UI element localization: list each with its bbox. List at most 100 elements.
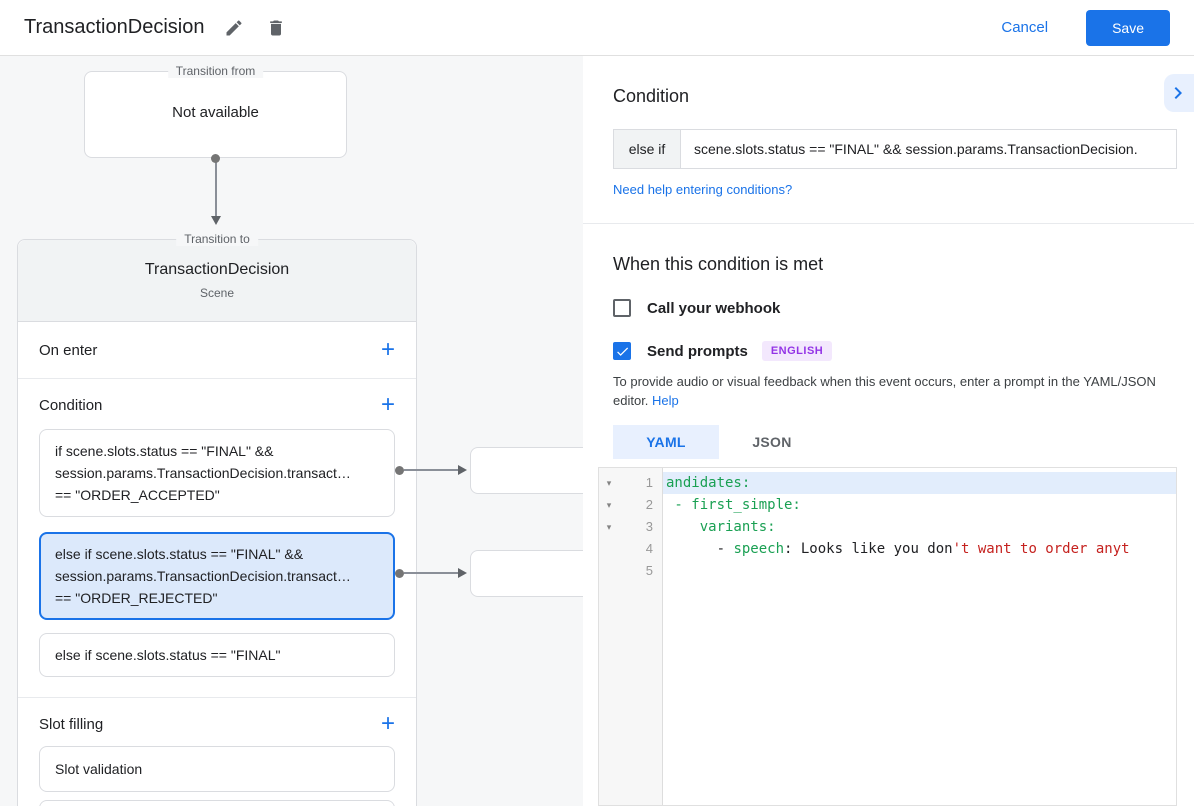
slot-validation-card[interactable]: Slot validation (39, 746, 395, 792)
condition-type-label: else if (613, 129, 681, 169)
connector-dot (211, 154, 220, 163)
condition-help-link[interactable]: Need help entering conditions? (613, 182, 793, 197)
slot-filling-section: Slot filling + Slot validation (18, 698, 416, 806)
flow-canvas: Transition from Not available Transition… (0, 56, 583, 806)
target-node-accepted[interactable] (470, 447, 583, 494)
prompts-checkbox[interactable] (613, 342, 631, 360)
transition-from-node: Transition from Not available (84, 64, 347, 158)
editor-code-line[interactable]: - speech: Looks like you don't want to o… (663, 538, 1176, 560)
pencil-icon (226, 19, 242, 35)
chevron-right-icon (1174, 87, 1182, 99)
when-met-title: When this condition is met (613, 254, 824, 274)
section-divider (583, 223, 1194, 224)
condition-card-text: else if scene.slots.status == "FINAL" (55, 647, 281, 663)
condition-input[interactable] (694, 141, 1163, 157)
condition-card-text: if scene.slots.status == "FINAL" && (55, 443, 274, 459)
tab-yaml[interactable]: YAML (613, 425, 719, 459)
condition-section-label: Condition (39, 396, 103, 414)
line-number: 3 (645, 519, 653, 534)
editor-code-line[interactable]: andidates: (663, 472, 1176, 494)
fold-arrow-icon[interactable] (599, 560, 619, 582)
editor-code-line[interactable]: - first_simple: (663, 494, 1176, 516)
save-button[interactable]: Save (1086, 9, 1170, 46)
scene-node-title: TransactionDecision (144, 261, 290, 278)
webhook-row: Call your webhook (613, 299, 1177, 317)
condition-card-final[interactable]: else if scene.slots.status == "FINAL" (39, 633, 395, 677)
line-number: 5 (645, 563, 653, 578)
connector-line (404, 469, 458, 471)
editor-gutter-line[interactable]: ▾2 (599, 494, 662, 516)
fold-arrow-icon[interactable] (599, 538, 619, 560)
panel-condition-title: Condition (613, 86, 690, 106)
scene-node: Transition to TransactionDecision Scene … (17, 232, 417, 806)
code-token: andidates: (666, 475, 751, 491)
language-badge: ENGLISH (761, 341, 833, 361)
transition-from-legend: Transition from (167, 64, 264, 78)
connector-line (404, 572, 458, 574)
connector-line (215, 162, 217, 217)
transition-from-content: Not available (172, 104, 259, 121)
on-enter-label: On enter (39, 341, 98, 359)
add-condition-button[interactable]: + (380, 391, 395, 418)
webhook-checkbox[interactable] (613, 299, 631, 317)
arrow-right-icon (458, 568, 467, 578)
prompts-label: Send prompts (647, 342, 748, 360)
add-slot-button[interactable]: + (380, 710, 395, 737)
condition-card-accepted[interactable]: if scene.slots.status == "FINAL" && sess… (39, 429, 395, 517)
webhook-label: Call your webhook (647, 299, 781, 317)
editor-code-line[interactable]: variants: (663, 516, 1176, 538)
line-number: 1 (645, 475, 653, 490)
line-number: 4 (645, 541, 653, 556)
condition-card-text: else if scene.slots.status == "FINAL" && (55, 546, 304, 562)
top-bar: TransactionDecision Cancel Save (0, 0, 1194, 56)
condition-card-text: session.params.TransactionDecision.trans… (55, 465, 351, 481)
help-link[interactable]: Help (652, 393, 679, 408)
scene-node-subtitle: Scene (199, 286, 235, 300)
editor-tabs: YAML JSON (613, 425, 1177, 459)
condition-input-wrap (680, 129, 1177, 169)
tab-json[interactable]: JSON (752, 434, 792, 450)
fold-arrow-icon[interactable]: ▾ (606, 500, 612, 510)
editor-code[interactable]: andidates: - first_simple: variants: - s… (663, 468, 1176, 805)
on-enter-row[interactable]: On enter + (18, 322, 416, 379)
prompts-row: Send prompts ENGLISH (613, 341, 1177, 361)
arrow-down-icon (211, 216, 221, 225)
fold-arrow-icon[interactable]: ▾ (606, 478, 612, 488)
code-token: - first_simple: (666, 497, 801, 513)
arrow-right-icon (458, 465, 467, 475)
editor-gutter-line[interactable]: 5 (599, 560, 662, 582)
connector-dot (395, 569, 404, 578)
scene-node-header[interactable]: TransactionDecision Scene (18, 240, 416, 322)
condition-card-text: == "ORDER_ACCEPTED" (55, 487, 220, 503)
connector-dot (395, 466, 404, 475)
fold-arrow-icon[interactable]: ▾ (606, 522, 612, 532)
code-token: 't want to order anyt (952, 541, 1130, 557)
feedback-text: To provide audio or visual feedback when… (613, 372, 1177, 410)
condition-card-text: == "ORDER_REJECTED" (55, 590, 218, 606)
feedback-text-body: To provide audio or visual feedback when… (613, 374, 1156, 408)
delete-scene-button[interactable] (266, 17, 288, 39)
check-icon (616, 346, 628, 356)
condition-card-rejected-selected[interactable]: else if scene.slots.status == "FINAL" &&… (39, 532, 395, 620)
target-node-rejected[interactable] (470, 550, 583, 597)
code-token: - (666, 541, 734, 557)
edit-title-button[interactable] (224, 17, 246, 39)
editor-gutter-line[interactable]: ▾1 (599, 472, 662, 494)
condition-detail-panel: Condition else if Need help entering con… (583, 56, 1194, 806)
editor-code-line[interactable] (663, 560, 1176, 582)
editor-gutter-line[interactable]: 4 (599, 538, 662, 560)
slot-card-partial[interactable] (39, 800, 395, 806)
transition-to-legend: Transition to (176, 232, 258, 246)
code-token: : Looks like you don (784, 541, 953, 557)
code-token: variants: (666, 519, 776, 535)
condition-editor-row: else if (613, 129, 1177, 169)
line-number: 2 (645, 497, 653, 512)
cancel-button[interactable]: Cancel (1001, 19, 1049, 36)
add-on-enter-button[interactable]: + (380, 336, 395, 363)
code-token: speech (733, 541, 785, 557)
collapse-panel-button[interactable] (1164, 74, 1194, 112)
editor-gutter-line[interactable]: ▾3 (599, 516, 662, 538)
